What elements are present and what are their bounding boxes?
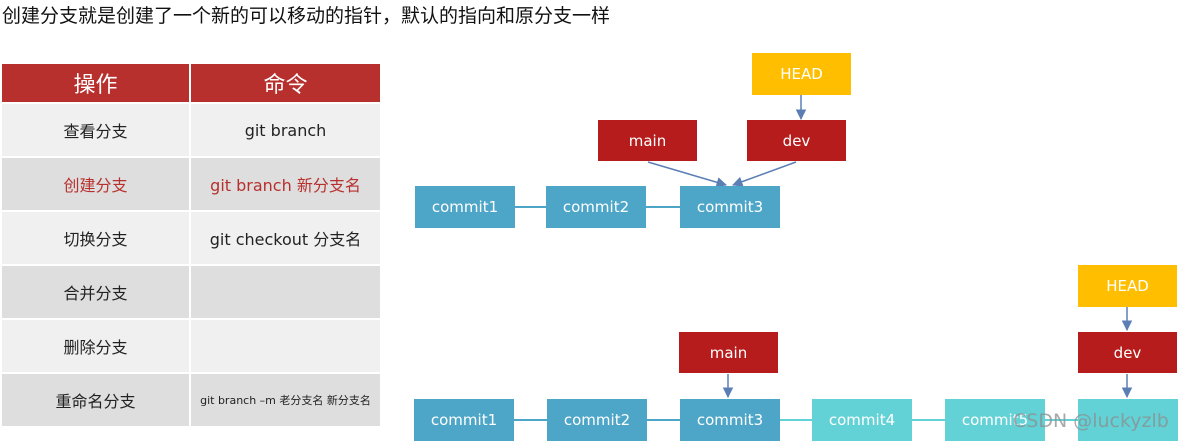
top-dev-branch: dev (747, 120, 846, 161)
bottom-commit-4: commit4 (812, 399, 912, 441)
bottom-main-branch: main (679, 332, 778, 373)
watermark: CSDN @luckyzlb (1013, 410, 1169, 432)
command-cell: git checkout 分支名 (189, 210, 380, 265)
operation-cell: 删除分支 (2, 318, 190, 373)
operation-cell: 重命名分支 (2, 372, 190, 426)
top-main-branch: main (598, 120, 697, 161)
page-caption: 创建分支就是创建了一个新的可以移动的指针，默认的指向和原分支一样 (2, 5, 611, 27)
bottom-dev-branch: dev (1078, 332, 1177, 373)
bottom-head-pointer: HEAD (1078, 265, 1177, 307)
top-dev-to-commit3-arrow (732, 161, 797, 187)
table-row: 合并分支 (2, 264, 380, 319)
command-cell (189, 318, 380, 373)
top-main-to-commit3-arrow (647, 161, 728, 188)
bottom-commit-1: commit1 (414, 399, 514, 441)
operation-cell: 查看分支 (2, 102, 190, 157)
command-cell (189, 264, 380, 319)
table-header-row: 操作 命令 (2, 64, 380, 103)
top-head-pointer: HEAD (752, 53, 851, 95)
bottom-commit-2: commit2 (547, 399, 647, 441)
header-command: 命令 (189, 64, 380, 103)
command-cell: git branch –m 老分支名 新分支名 (189, 372, 380, 426)
top-commit-2: commit2 (546, 186, 646, 228)
command-cell: git branch (189, 102, 380, 157)
operation-cell: 切换分支 (2, 210, 190, 265)
operation-cell: 合并分支 (2, 264, 190, 319)
bottom-commit-5: commit5 (945, 399, 1045, 441)
bottom-commit-dev-tip (1078, 399, 1178, 441)
table-row: 创建分支 git branch 新分支名 (2, 156, 380, 211)
branch-operations-table: 操作 命令 查看分支 git branch 创建分支 git branch 新分… (2, 64, 380, 426)
bottom-commit-3: commit3 (680, 399, 780, 441)
operation-cell: 创建分支 (2, 156, 190, 211)
top-commit-1: commit1 (415, 186, 515, 228)
header-operation: 操作 (2, 64, 190, 103)
table-row: 切换分支 git checkout 分支名 (2, 210, 380, 265)
top-commit-3: commit3 (680, 186, 780, 228)
table-row: 查看分支 git branch (2, 102, 380, 157)
table-row: 重命名分支 git branch –m 老分支名 新分支名 (2, 372, 380, 426)
table-row: 删除分支 (2, 318, 380, 373)
command-cell: git branch 新分支名 (189, 156, 380, 211)
